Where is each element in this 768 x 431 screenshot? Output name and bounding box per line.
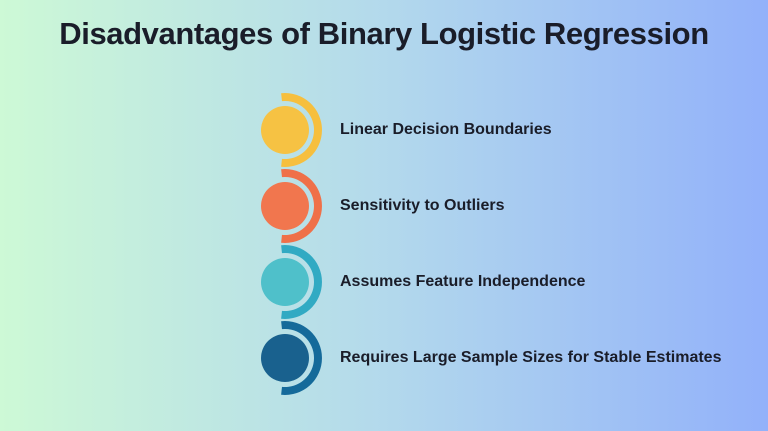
circle-arc-bullet-icon xyxy=(261,245,322,319)
bullet-dot xyxy=(261,182,309,230)
bullet-arc xyxy=(281,169,322,243)
item-label: Requires Large Sample Sizes for Stable E… xyxy=(340,349,722,366)
item-label: Sensitivity to Outliers xyxy=(340,197,505,214)
bullet-dot xyxy=(261,258,309,306)
bullet-dot xyxy=(261,106,309,154)
item-label: Linear Decision Boundaries xyxy=(340,121,552,138)
circle-arc-bullet-icon xyxy=(261,321,322,395)
item-label: Assumes Feature Independence xyxy=(340,273,586,290)
bullet-arc xyxy=(281,245,322,319)
bullet-arc xyxy=(281,93,322,167)
page-title: Disadvantages of Binary Logistic Regress… xyxy=(59,16,709,51)
bullet-dot xyxy=(261,334,309,382)
circle-arc-bullet-icon xyxy=(261,93,322,167)
circle-arc-bullet-icon xyxy=(261,169,322,243)
bullet-arc xyxy=(281,321,322,395)
